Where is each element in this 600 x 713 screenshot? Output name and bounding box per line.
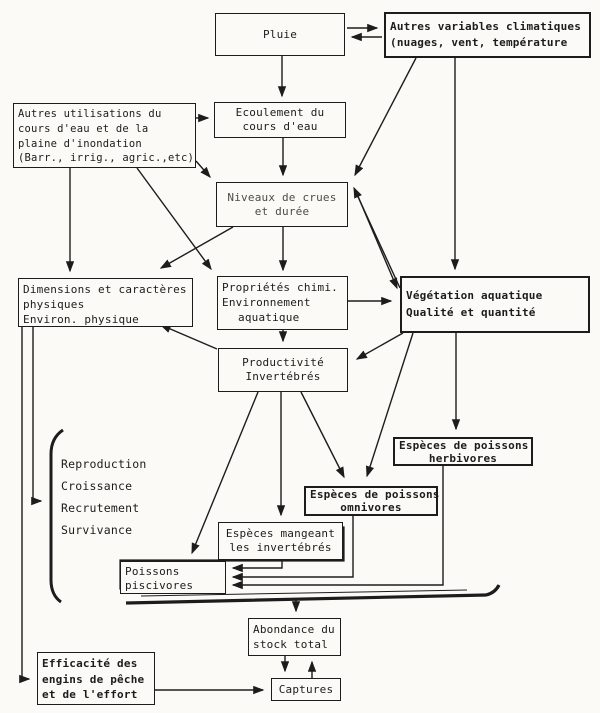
rail-dimensions-to-processus (31, 327, 43, 506)
collector-line-thin (140, 589, 468, 597)
node-vegetation-line: Qualité et quantité (406, 306, 536, 319)
arrow-niveaux-to-dimensions (159, 226, 234, 269)
node-productivite-line: Productivité (242, 356, 324, 369)
node-proprietes-line: aquatique (238, 311, 300, 324)
node-dimensions-line: Environ. physique (23, 313, 139, 326)
arrow-productivite-to-dimensions (159, 324, 218, 350)
node-piscivores-line: Poissons (125, 565, 180, 578)
arrow-vegetation-to-productivite (355, 332, 404, 360)
node-usages-line: (Barr., irrig., agric.,etc) (18, 152, 195, 165)
node-autres-utilisations: Autres utilisations du cours d'eau et de… (13, 103, 196, 168)
node-niveaux-line: Niveaux de crues (227, 190, 337, 204)
node-climat-line: Autres variables climatiques (390, 20, 582, 33)
node-poissons-herbivores: Espèces de poissons herbivores (393, 437, 533, 466)
arrow-climat-to-niveaux (354, 57, 417, 177)
arrow-vegetation-to-omnivores (366, 332, 414, 478)
node-vegetation-line: Végétation aquatique (406, 289, 543, 302)
node-niveaux-line: et durée (254, 204, 310, 218)
node-herbivores-line: Espèces de poissons (399, 438, 529, 452)
node-ecoulement-line: cours d'eau (242, 120, 318, 133)
node-poissons-omnivores: Espèces de poissons omnivores (304, 486, 440, 516)
arrow-productivite-to-omnivores (300, 391, 345, 479)
arrow-usages-to-niveaux (195, 160, 211, 179)
node-proprietes-line: Environnement (222, 296, 311, 309)
node-omnivores-line: Espèces de poissons (310, 488, 440, 501)
node-efficacite-line: et de l'effort (42, 688, 138, 701)
node-proprietes-chimiques: Propriétés chimi. Environnement aquatiqu… (217, 276, 348, 330)
node-abondance-stock-total: Abondance du stock total (248, 618, 341, 656)
node-usages-line: cours d'eau et de la (18, 122, 149, 135)
node-captures: Captures (271, 678, 341, 701)
node-poissons-piscivores: Poissons piscivores (120, 561, 226, 594)
node-niveaux-de-crues: Niveaux de crues et durée (216, 182, 348, 227)
node-dimensions-physiques: Dimensions et caractères physiques Envir… (18, 278, 193, 327)
node-dimensions-line: physiques (23, 298, 85, 311)
node-processus-line: Croissance (61, 479, 133, 493)
arrow-omnivores-to-piscivores (231, 516, 354, 582)
node-autres-variables-climatiques: Autres variables climatiques (nuages, ve… (384, 12, 591, 58)
node-processus-line: Survivance (61, 523, 133, 537)
node-efficacite-engins-peche: Efficacité des engins de pêche et de l'e… (37, 652, 155, 705)
node-processus-line: Reproduction (61, 457, 147, 471)
node-dimensions-line: Dimensions et caractères (23, 283, 187, 296)
node-pluie: Pluie (215, 13, 345, 56)
node-pluie-label: Pluie (262, 27, 298, 41)
node-especes-mangeant-invertebres: Espèces mangeant les invertébrés (218, 522, 343, 560)
node-mangeant-line: les invertébrés (229, 541, 332, 554)
node-captures-line: Captures (278, 682, 334, 696)
arrow-niveaux-to-vegetation (356, 193, 398, 290)
node-ecoulement-line: Ecoulement du (235, 106, 325, 119)
node-piscivores-line: piscivores (125, 578, 194, 592)
node-abondance-line: stock total (253, 638, 329, 651)
node-processus-vitaux: Reproduction Croissance Recrutement Surv… (57, 450, 177, 544)
arrow-usages-to-proprietes (136, 167, 212, 271)
processus-bracket (49, 428, 64, 604)
node-efficacite-line: Efficacité des (42, 657, 138, 670)
node-climat-line: (nuages, vent, température (390, 36, 568, 49)
node-usages-line: plaine d'inondation (18, 137, 142, 150)
node-processus-line: Recrutement (61, 501, 140, 515)
node-proprietes-line: Propriétés chimi. (222, 281, 338, 294)
node-vegetation-aquatique: Végétation aquatique Qualité et quantité (400, 276, 590, 333)
node-herbivores-line: herbivores (428, 451, 498, 465)
node-efficacite-line: engins de pêche (42, 672, 145, 686)
arrow-herbivores-to-piscivores (231, 466, 444, 590)
arrow-mangeant-to-piscivores (231, 560, 283, 573)
node-productivite-invertebres: Productivité Invertébrés (218, 348, 348, 392)
node-productivite-line: Invertébrés (245, 370, 321, 383)
rail-dimensions-to-efficacite (19, 327, 31, 684)
node-abondance-line: Abondance du (253, 623, 335, 636)
node-usages-line: Autres utilisations du (18, 108, 162, 120)
node-ecoulement: Ecoulement du cours d'eau (214, 102, 346, 138)
arrow-productivite-to-piscivores (191, 391, 259, 555)
collector-line-thick (125, 584, 501, 605)
node-mangeant-line: Espèces mangeant (225, 527, 336, 540)
node-omnivores-line: omnivores (340, 501, 402, 514)
